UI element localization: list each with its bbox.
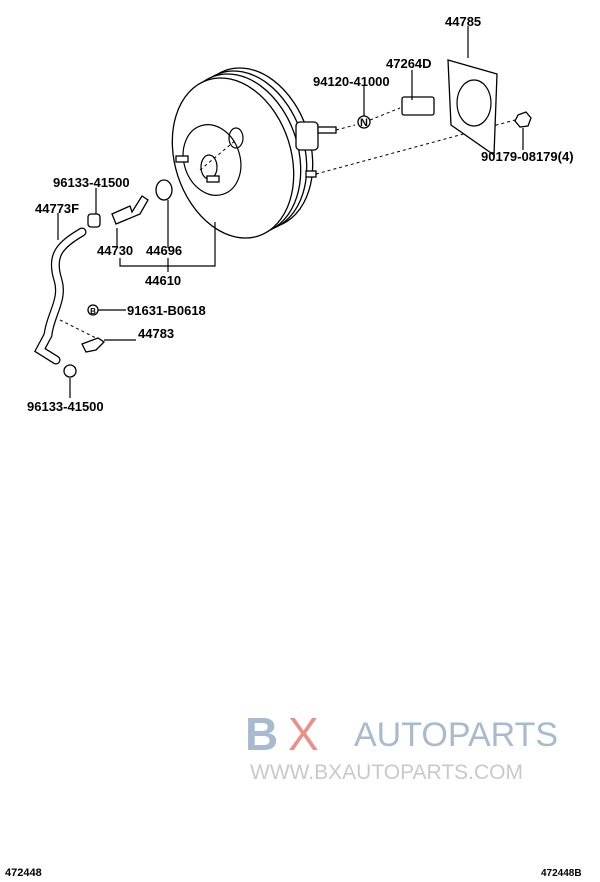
grommet	[155, 179, 173, 201]
label-44783: 44783	[138, 326, 174, 341]
svg-text:X: X	[288, 708, 319, 760]
label-44696: 44696	[146, 243, 182, 258]
brake-booster	[171, 67, 337, 239]
label-94120-41000: 94120-41000	[313, 74, 390, 89]
hose-clamp-top	[87, 213, 101, 228]
watermark-url: WWW.BXAUTOPARTS.COM	[250, 761, 523, 784]
label-91631-b0618: 91631-B0618	[127, 303, 206, 318]
label-44773f: 44773F	[35, 201, 79, 216]
gasket-plate	[447, 59, 498, 157]
label-96133-41500-bottom: 96133-41500	[27, 399, 104, 414]
svg-text:B: B	[245, 708, 278, 760]
nut-n-marker: N	[357, 115, 371, 129]
label-44730: 44730	[97, 243, 133, 258]
label-90179-08179: 90179-08179(4)	[481, 149, 574, 164]
svg-text:N: N	[360, 117, 368, 129]
mount-nut	[514, 111, 532, 128]
check-valve	[111, 195, 149, 225]
svg-text:AUTOPARTS: AUTOPARTS	[354, 716, 558, 754]
label-96133-41500-top: 96133-41500	[53, 175, 130, 190]
label-44785: 44785	[445, 14, 481, 29]
hose-clamp-bottom	[63, 364, 77, 378]
watermark-logo: B X AUTOPARTS WWW.BXAUTOPARTS.COM	[245, 708, 558, 784]
diagram-code-left: 472448	[5, 867, 42, 879]
clevis	[401, 96, 435, 116]
diagram-code-right: 472448B	[541, 868, 582, 879]
label-44610: 44610	[145, 273, 181, 288]
svg-text:B: B	[90, 307, 96, 316]
label-47264d: 47264D	[386, 56, 432, 71]
hose-clamp-bracket	[81, 337, 106, 353]
